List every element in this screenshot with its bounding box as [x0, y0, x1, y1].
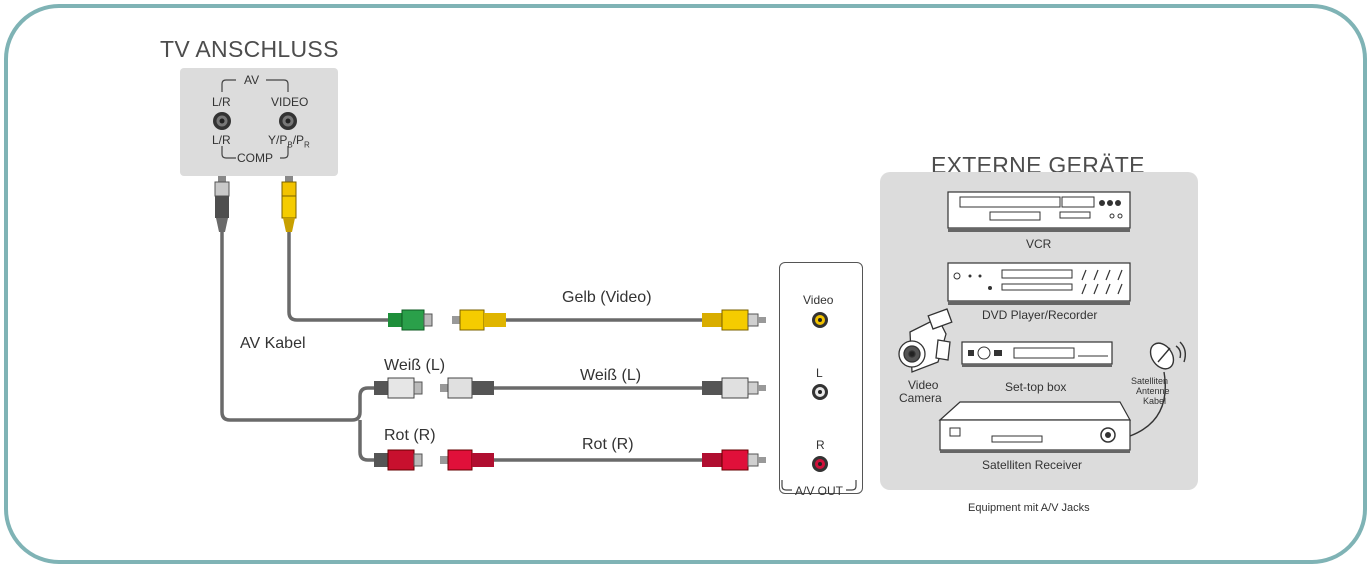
tv-jack-right [279, 112, 297, 130]
tv-jack-left [213, 112, 231, 130]
satellite-receiver-device [938, 401, 1132, 453]
av-cable-label: AV Kabel [240, 335, 306, 352]
rot-left-label: Rot (R) [384, 427, 436, 444]
video-camera-icon [898, 308, 953, 373]
avout-l-label: L [816, 366, 823, 380]
satellite-dish-icon [1129, 341, 1187, 437]
dvd-label: DVD Player/Recorder [982, 308, 1098, 322]
tv-group-comp-label: COMP [237, 151, 273, 165]
adapter-red-right [440, 449, 494, 471]
tv-plug-grey [214, 176, 230, 232]
rot-mid-label: Rot (R) [582, 436, 634, 453]
sat-label-line1: Satelliten [1131, 376, 1169, 386]
adapter-green [388, 309, 433, 331]
avout-plug-red [702, 449, 766, 471]
settop-label: Set-top box [1005, 380, 1067, 394]
avout-jack-r [812, 456, 828, 472]
tv-plug-yellow [281, 176, 297, 232]
avout-label: A/V OUT [795, 484, 844, 498]
weiss-mid-label: Weiß (L) [580, 367, 642, 384]
av-bracket [221, 79, 289, 159]
receiver-label: Satelliten Receiver [982, 458, 1083, 472]
avout-video-label: Video [803, 293, 834, 307]
tv-jack-right-top-label: VIDEO [271, 95, 309, 109]
vcr-label: VCR [1026, 237, 1052, 251]
settop-device [961, 341, 1113, 367]
avout-plug-yellow [702, 309, 766, 331]
adapter-white-right [440, 377, 494, 399]
av-out-panel [779, 262, 863, 494]
cables [220, 232, 702, 462]
sat-label-line2: Antenne [1136, 386, 1170, 396]
avout-bracket [781, 480, 857, 491]
adapter-yellow [452, 309, 506, 331]
weiss-left-label: Weiß (L) [384, 357, 446, 374]
adapter-red-left [374, 449, 423, 471]
sat-label-line3: Kabel [1143, 396, 1167, 406]
camera-label-line2: Camera [899, 391, 942, 405]
dvd-device [947, 262, 1131, 305]
gelb-video-label: Gelb (Video) [562, 289, 652, 306]
equipment-footnote: Equipment mit A/V Jacks [968, 502, 1090, 514]
tv-jack-left-top-label: L/R [212, 95, 231, 109]
avout-jack-video [812, 312, 828, 328]
avout-jack-l [812, 384, 828, 400]
tv-panel-title: TV ANSCHLUSS [160, 36, 339, 62]
vcr-device [947, 191, 1131, 232]
tv-jack-panel [180, 68, 338, 176]
tv-group-av-label: AV [244, 73, 260, 87]
avout-r-label: R [816, 438, 825, 452]
connection-diagram [213, 79, 1187, 491]
avout-plug-white [702, 377, 766, 399]
tv-jack-right-bottom-label: Y/PB/PR [268, 133, 310, 150]
tv-jack-left-bottom-label: L/R [212, 133, 231, 147]
camera-label-line1: Video [908, 378, 939, 392]
adapter-white-left [374, 377, 423, 399]
